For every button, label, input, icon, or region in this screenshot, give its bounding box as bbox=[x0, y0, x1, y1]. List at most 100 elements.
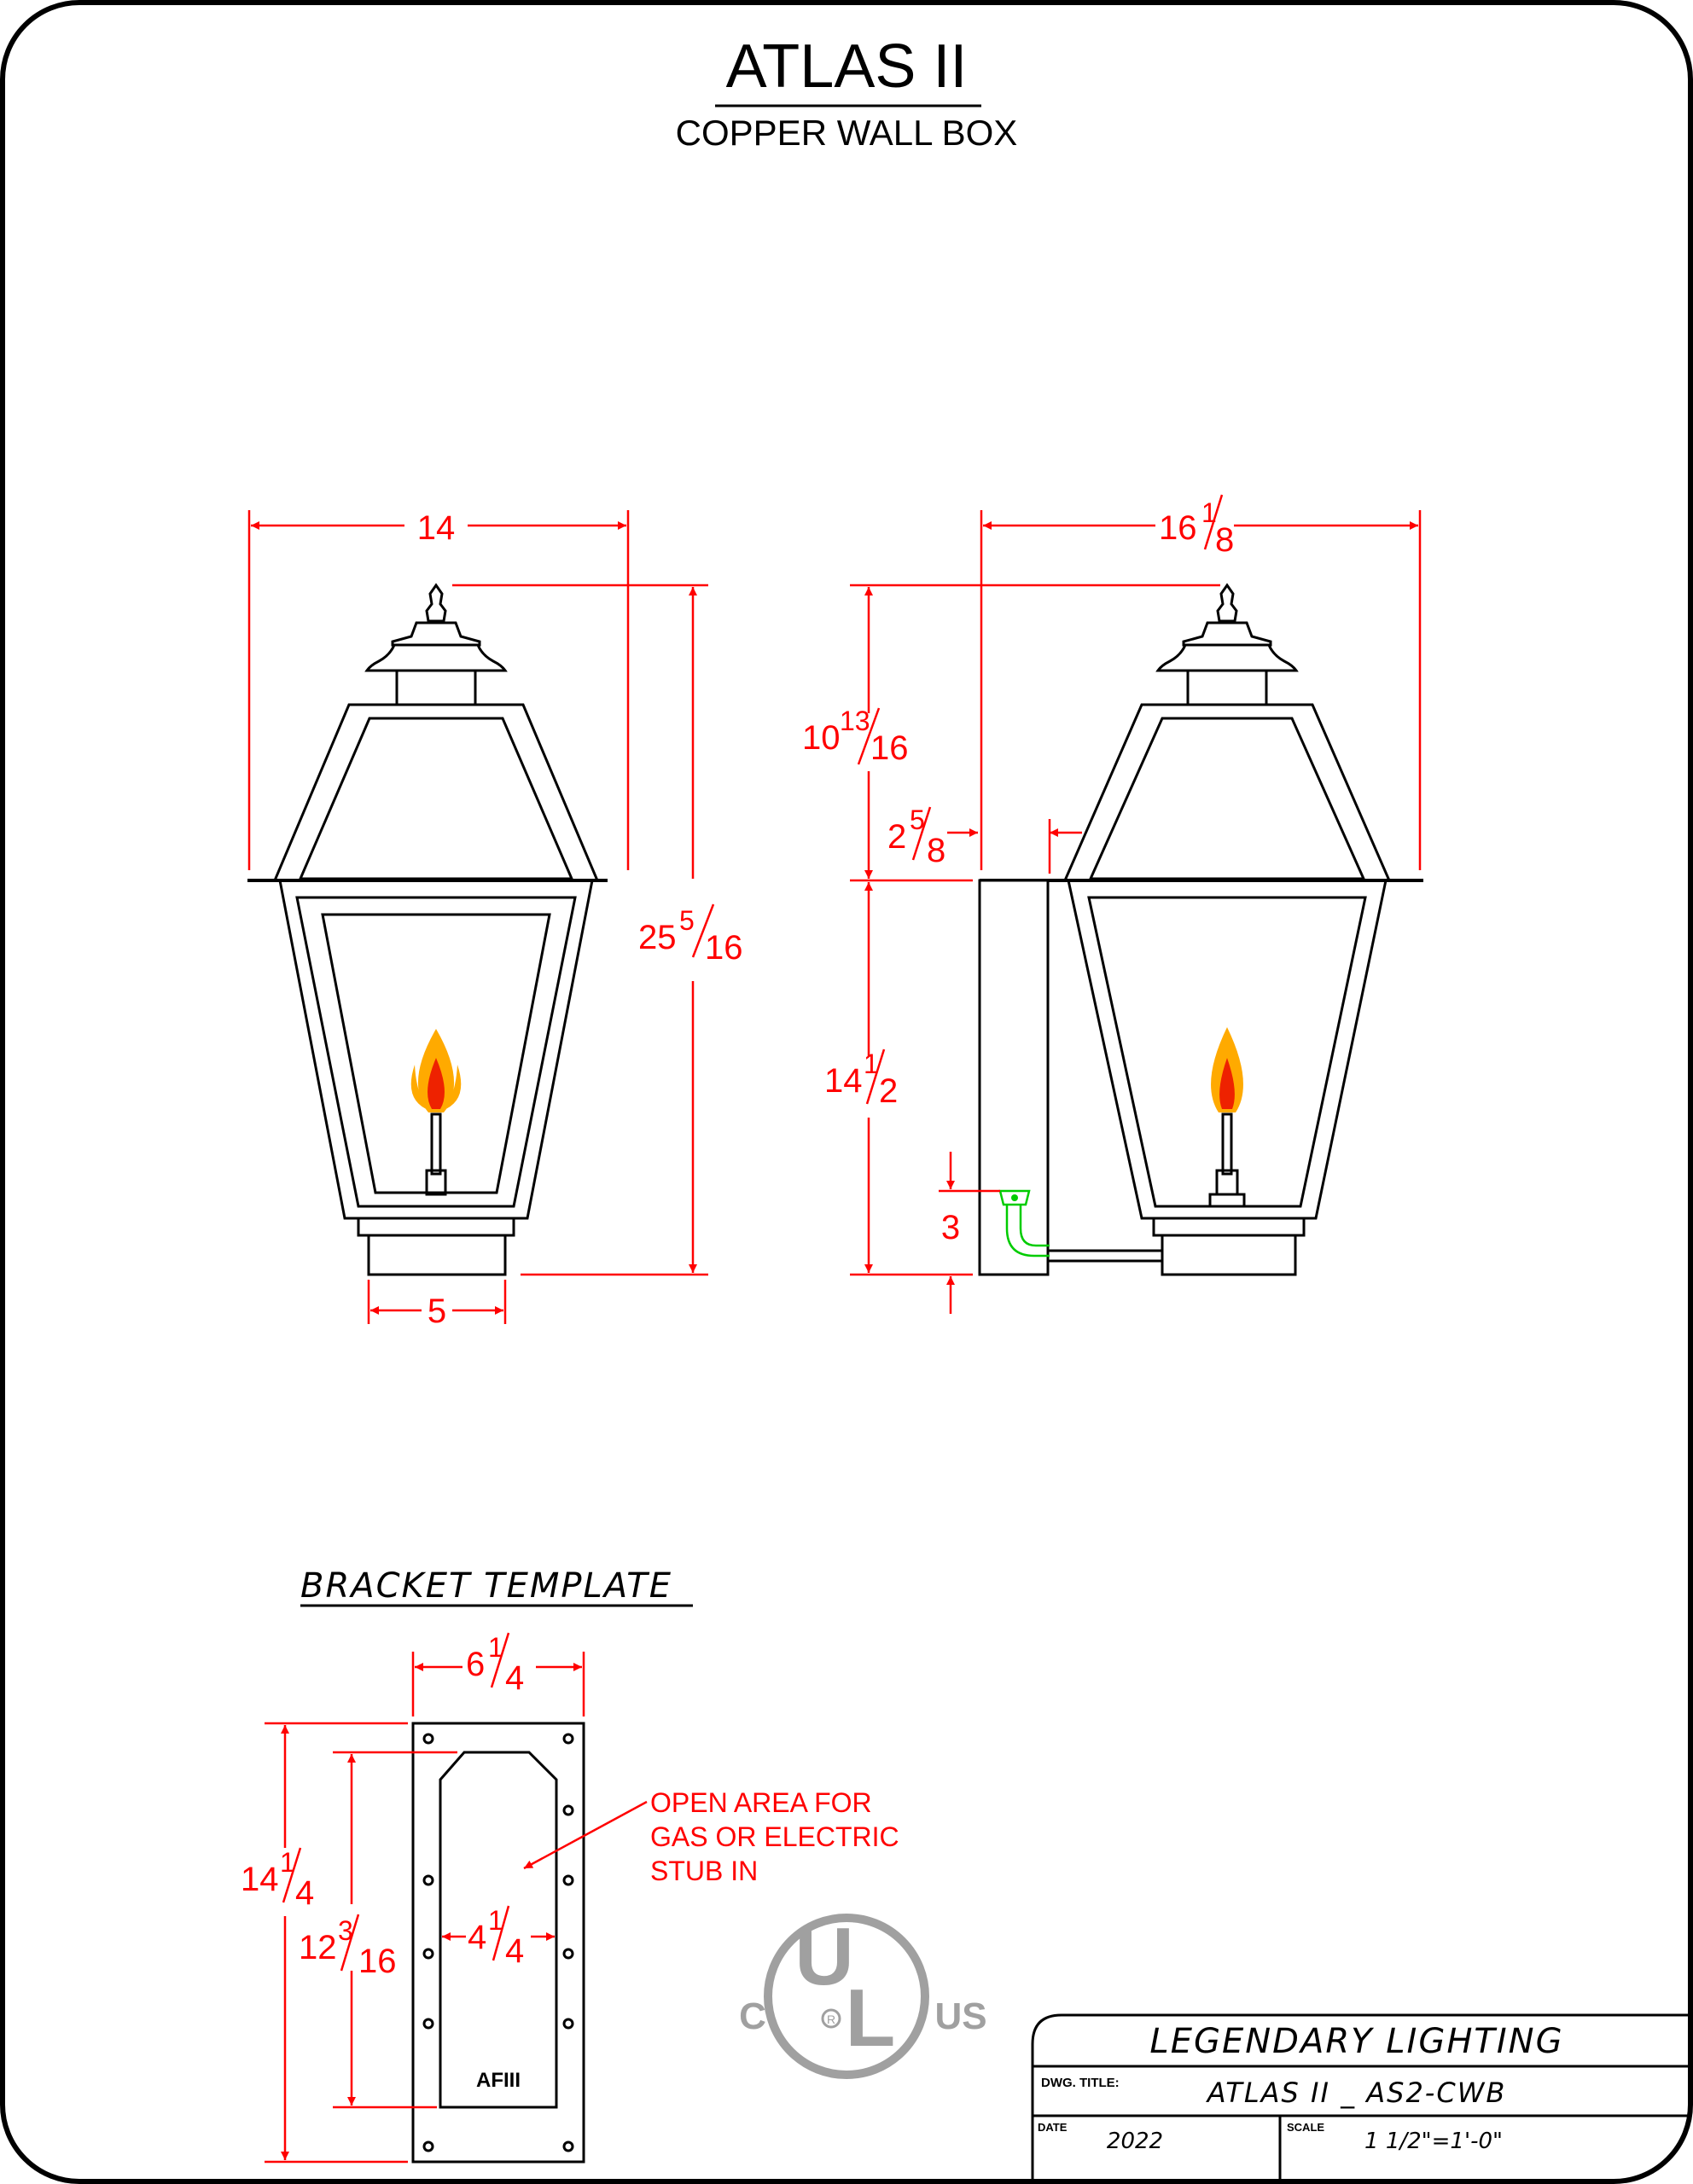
ul-logo: U L R C US bbox=[739, 1911, 987, 2079]
side-offset-label: 2 5 8 bbox=[887, 804, 945, 869]
drawing-title: ATLAS II bbox=[726, 32, 968, 101]
gas-pipe-inner bbox=[1019, 1205, 1050, 1247]
gas-fitting-nut bbox=[998, 1189, 1031, 1206]
bracket-height-label: 14 1 4 bbox=[241, 1847, 314, 1912]
side-wall-box bbox=[978, 879, 1050, 1276]
bracket-hole bbox=[562, 1948, 574, 1960]
bracket-dimensions: 6 1 4 14 1 4 12 3 16 4 1 bbox=[241, 1632, 899, 2164]
side-depth-whole: 16 bbox=[1159, 509, 1197, 547]
bracket-inner-width-den: 4 bbox=[505, 1932, 524, 1970]
ul-registered-mark bbox=[821, 2008, 841, 2029]
front-body bbox=[278, 879, 594, 1220]
bracket-hole bbox=[422, 2018, 434, 2030]
bracket-heading: BRACKET TEMPLATE bbox=[300, 1566, 672, 1606]
side-burner-fitting bbox=[1208, 1193, 1246, 1208]
bracket-width-num: 1 bbox=[488, 1632, 503, 1663]
front-burner-tube bbox=[430, 1112, 442, 1176]
side-top-slash bbox=[857, 707, 881, 765]
front-body-frame bbox=[295, 896, 577, 1208]
bracket-width-slash bbox=[490, 1632, 510, 1688]
bracket-inner-height-slash bbox=[340, 1914, 360, 1972]
side-offset-slash bbox=[911, 806, 932, 861]
bracket-hole bbox=[562, 1874, 574, 1886]
bracket-inner-width-num: 1 bbox=[488, 1905, 503, 1936]
bracket-stamp: AFIII bbox=[476, 2069, 521, 2092]
side-top-label: 10 13 16 bbox=[802, 706, 909, 767]
bracket-width-den: 4 bbox=[505, 1659, 524, 1697]
front-chimney bbox=[395, 669, 477, 706]
front-base bbox=[367, 1234, 507, 1276]
bracket-hole bbox=[422, 1948, 434, 1960]
bracket-plate bbox=[411, 1722, 585, 2164]
front-burner-valve bbox=[425, 1169, 447, 1196]
side-offset-whole: 2 bbox=[887, 818, 906, 856]
scale-label: SCALE bbox=[1287, 2121, 1324, 2134]
bracket-height-whole: 14 bbox=[241, 1861, 279, 1898]
front-base-ring bbox=[357, 1217, 515, 1237]
bracket-inner-width-label: 4 1 4 bbox=[468, 1905, 524, 1970]
title-block: LEGENDARY LIGHTING DWG. TITLE: ATLAS II … bbox=[1031, 2013, 1690, 2181]
side-depth-slash bbox=[1203, 494, 1224, 550]
side-depth-den: 8 bbox=[1215, 521, 1234, 559]
side-flame-core bbox=[1219, 1058, 1235, 1109]
bracket-inner-width-slash bbox=[492, 1905, 510, 1961]
side-cap-top bbox=[1182, 621, 1272, 647]
bracket-inner-height-den: 16 bbox=[358, 1943, 397, 1980]
front-roof-inner bbox=[298, 717, 574, 880]
front-dimensions: 14 25 5 16 5 bbox=[247, 509, 743, 1330]
bracket-width-whole: 6 bbox=[466, 1646, 485, 1683]
bracket-height-num: 1 bbox=[280, 1847, 295, 1878]
bracket-note-line3: STUB IN bbox=[650, 1856, 758, 1886]
side-roof-inner bbox=[1088, 717, 1366, 880]
front-glass-panel bbox=[321, 913, 551, 1194]
bracket-template: BRACKET TEMPLATE AFIII bbox=[300, 1566, 693, 2164]
front-flame-left bbox=[410, 1065, 430, 1111]
front-flame-core bbox=[428, 1058, 445, 1109]
front-height-whole: 25 bbox=[638, 919, 677, 956]
side-top-num: 13 bbox=[840, 706, 870, 736]
side-base bbox=[1161, 1234, 1297, 1276]
side-box-slash bbox=[865, 1048, 886, 1105]
side-box-label: 14 1 2 bbox=[824, 1048, 898, 1110]
bracket-note-leader bbox=[523, 1800, 648, 1870]
bracket-inner-width-whole: 4 bbox=[468, 1919, 486, 1956]
date-label: DATE bbox=[1038, 2121, 1068, 2134]
side-stub-label: 3 bbox=[941, 1209, 960, 1246]
side-base-ring bbox=[1152, 1217, 1306, 1237]
bracket-width-label: 6 1 4 bbox=[466, 1632, 524, 1697]
front-height-num: 5 bbox=[679, 905, 695, 936]
side-dimensions: 16 1 8 10 13 16 2 5 8 14 1 bbox=[802, 494, 1422, 1314]
drawing-subtitle: COPPER WALL BOX bbox=[676, 113, 1018, 153]
scale-value: 1 1/2"=1'-0" bbox=[1364, 2129, 1503, 2154]
dwg-title-label: DWG. TITLE: bbox=[1041, 2076, 1120, 2090]
side-top-whole: 10 bbox=[802, 719, 841, 757]
bracket-hole bbox=[422, 2140, 434, 2152]
side-burner-tube bbox=[1221, 1112, 1233, 1176]
bracket-height-den: 4 bbox=[295, 1874, 314, 1912]
front-roof bbox=[272, 703, 600, 882]
date-value: 2022 bbox=[1107, 2129, 1163, 2154]
front-flame-right bbox=[442, 1065, 462, 1111]
bracket-note-line2: GAS OR ELECTRIC bbox=[650, 1821, 899, 1852]
bracket-inner-height-label: 12 3 16 bbox=[299, 1914, 397, 1980]
bracket-note-line1: OPEN AREA FOR bbox=[650, 1787, 872, 1818]
bracket-hole bbox=[562, 2140, 574, 2152]
front-cap-top bbox=[391, 621, 481, 647]
bracket-inner-height-whole: 12 bbox=[299, 1929, 337, 1966]
ul-logo-c: C bbox=[739, 1995, 766, 2037]
front-base-label: 5 bbox=[428, 1292, 446, 1330]
bracket-holes bbox=[422, 1733, 574, 2152]
bracket-hole bbox=[562, 1733, 574, 1745]
side-offset-den: 8 bbox=[927, 832, 945, 869]
side-view bbox=[978, 583, 1423, 1276]
bracket-hole bbox=[562, 1804, 574, 1816]
side-chimney bbox=[1186, 669, 1268, 706]
side-top-den: 16 bbox=[870, 729, 909, 767]
dwg-title-value: ATLAS II _ AS2-CWB bbox=[1206, 2077, 1507, 2109]
ul-logo-ring bbox=[764, 1914, 929, 2079]
bracket-open-area bbox=[439, 1751, 558, 2109]
title-block-outline bbox=[1031, 2013, 1690, 2181]
bracket-inner-height-num: 3 bbox=[338, 1915, 353, 1946]
